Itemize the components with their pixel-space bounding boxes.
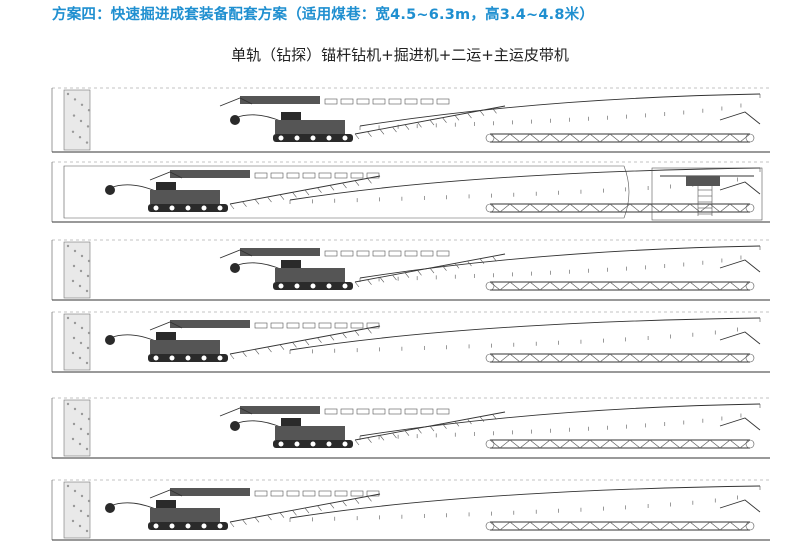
scheme-panel-2 xyxy=(51,161,770,223)
page-title: 方案四：快速掘进成套装备配套方案（适用煤巷：宽4.5~6.3m，高3.4~4.8… xyxy=(52,7,595,23)
scheme-panel-4 xyxy=(51,311,770,373)
scheme-panel-1 xyxy=(51,87,770,153)
cross-section-inset xyxy=(651,167,763,221)
diagram-subtitle: 单轨（钻探）锚杆钻机+掘进机+二运+主运皮带机 xyxy=(231,46,569,64)
scheme-panel-5 xyxy=(51,397,770,459)
scheme-panel-6 xyxy=(51,479,770,541)
scheme-panel-3 xyxy=(51,239,770,301)
